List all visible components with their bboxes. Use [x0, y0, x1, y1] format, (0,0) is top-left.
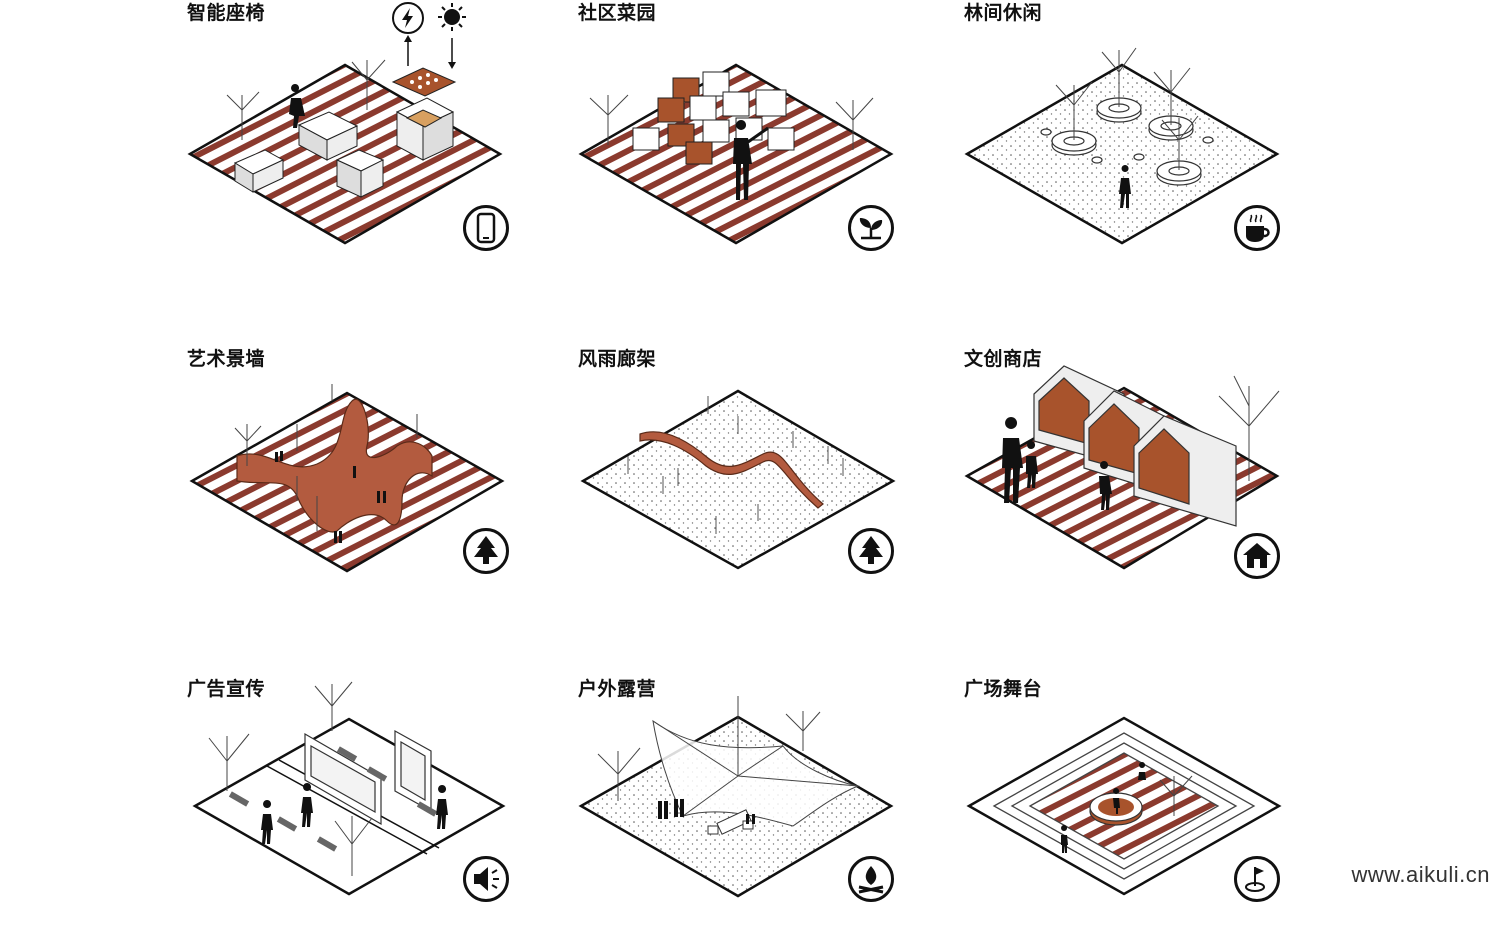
watermark-text: www.aikuli.cn — [1351, 862, 1490, 887]
campfire-icon — [848, 856, 894, 902]
panel-title: 林间休闲 — [964, 2, 1043, 24]
panel-title: 社区菜园 — [578, 2, 657, 24]
panel-art-wall: 艺术景墙 — [187, 346, 547, 616]
iso-diagram-creative-shop — [964, 365, 1280, 570]
iso-diagram-canopy-pergola — [580, 389, 896, 570]
house-icon — [1234, 533, 1280, 579]
golf-flag-icon — [1234, 856, 1280, 902]
iso-diagram-forest-leisure — [964, 47, 1280, 245]
iso-diagram-art-wall — [189, 384, 505, 573]
coffee-cup-icon — [1234, 205, 1280, 251]
iso-diagram-plaza-stage — [966, 716, 1282, 896]
smartphone-icon — [463, 205, 509, 251]
panel-title: 广场舞台 — [964, 678, 1043, 700]
panel-title: 广告宣传 — [187, 678, 266, 700]
sun-icon — [437, 2, 467, 32]
panel-title: 文创商店 — [964, 348, 1043, 370]
panel-smart-seating: 智能座椅 — [187, 0, 547, 270]
sprout-icon — [848, 205, 894, 251]
panel-advertising: 广告宣传 — [187, 676, 547, 946]
panel-title: 艺术景墙 — [187, 348, 266, 370]
iso-diagram-advertising — [192, 681, 506, 896]
panel-title: 智能座椅 — [187, 2, 266, 24]
panel-title: 户外露营 — [578, 678, 657, 700]
lightning-icon — [392, 2, 424, 34]
panel-community-garden: 社区菜园 — [578, 0, 938, 270]
tree-icon — [463, 528, 509, 574]
iso-diagram-outdoor-camping — [578, 696, 894, 898]
panel-creative-shop: 文创商店 — [964, 346, 1324, 616]
iso-diagram-community-garden — [578, 63, 894, 245]
tree-icon — [848, 528, 894, 574]
panel-outdoor-camping: 户外露营 — [578, 676, 938, 946]
panel-canopy-pergola: 风雨廊架 — [578, 346, 938, 616]
panel-forest-leisure: 林间休闲 — [964, 0, 1324, 270]
iso-diagram-smart-seating — [187, 35, 503, 245]
panel-title: 风雨廊架 — [578, 348, 657, 370]
speaker-icon — [463, 856, 509, 902]
panel-plaza-stage: 广场舞台 — [964, 676, 1324, 946]
